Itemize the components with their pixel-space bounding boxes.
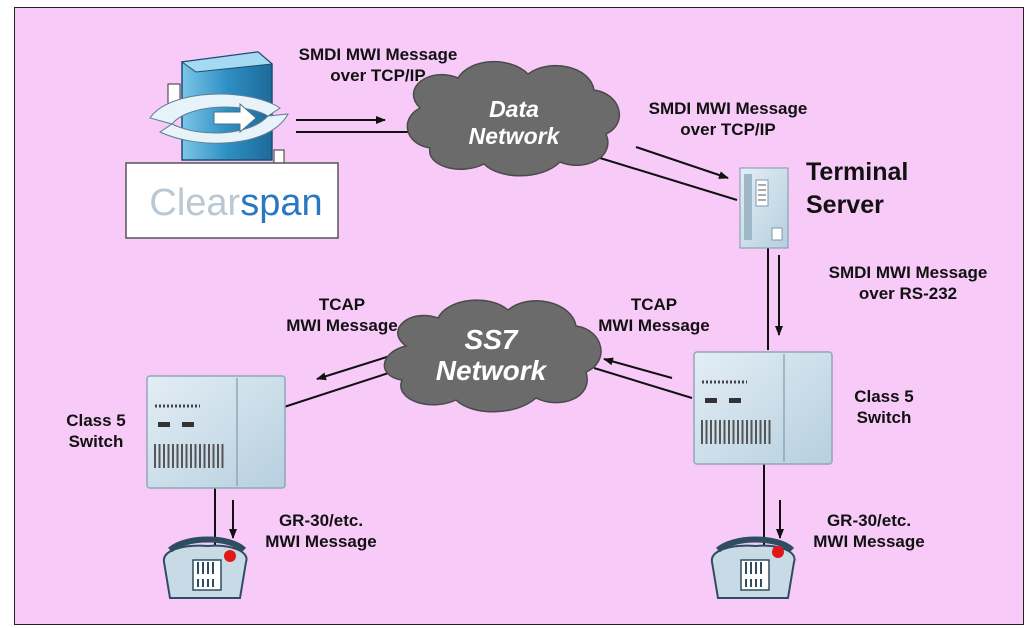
clearspan-logo: Clearspan [125, 162, 339, 239]
arrow-ss7-to-left-switch [316, 355, 391, 381]
terminal-to-switch-label: SMDI MWI Message over RS-232 [828, 263, 988, 303]
left-gr30-mwi-label: GR-30/etc. MWI Message [265, 511, 377, 551]
ss7-network-cloud-icon [383, 299, 602, 413]
clearspan-to-data-label: SMDI MWI Message over TCP/IP [298, 45, 458, 85]
arrow-data-network-to-terminal-server [635, 146, 729, 179]
link-ss7-to-left-switch [283, 367, 405, 408]
left-telephone-icon [162, 536, 248, 599]
clearspan-logo-part1: Clear [149, 182, 240, 224]
right-telephone-icon [710, 536, 796, 599]
arrow-right-switch-to-ss7 [603, 357, 673, 379]
clearspan-logo-part2: span [240, 182, 322, 224]
terminal-server-icon [739, 167, 789, 249]
terminal-server-label: Terminal Server [806, 158, 909, 219]
data-network-label: Data Network [468, 96, 560, 149]
data-to-terminal-label: SMDI MWI Message over TCP/IP [648, 99, 808, 139]
left-mwi-lamp-icon [224, 550, 236, 562]
clearspan-server-icon [149, 51, 289, 165]
right-class5-switch-icon [693, 351, 833, 465]
right-switch-label: Class 5 Switch [854, 387, 914, 427]
right-gr30-mwi-label: GR-30/etc. MWI Message [813, 511, 925, 551]
left-class5-switch-icon [146, 375, 286, 489]
ss7-to-left-switch-label: TCAP MWI Message [286, 295, 398, 335]
right-mwi-lamp-icon [772, 546, 784, 558]
link-right-switch-to-ss7 [593, 367, 693, 399]
data-network-cloud-icon [406, 61, 621, 177]
left-switch-label: Class 5 Switch [66, 411, 126, 451]
link-data-network-to-terminal-server [599, 157, 738, 201]
ss7-network-label: SS7 Network [435, 324, 547, 386]
right-switch-to-ss7-label: TCAP MWI Message [598, 295, 710, 335]
clearspan-logo-text: Clearspan [149, 182, 322, 224]
